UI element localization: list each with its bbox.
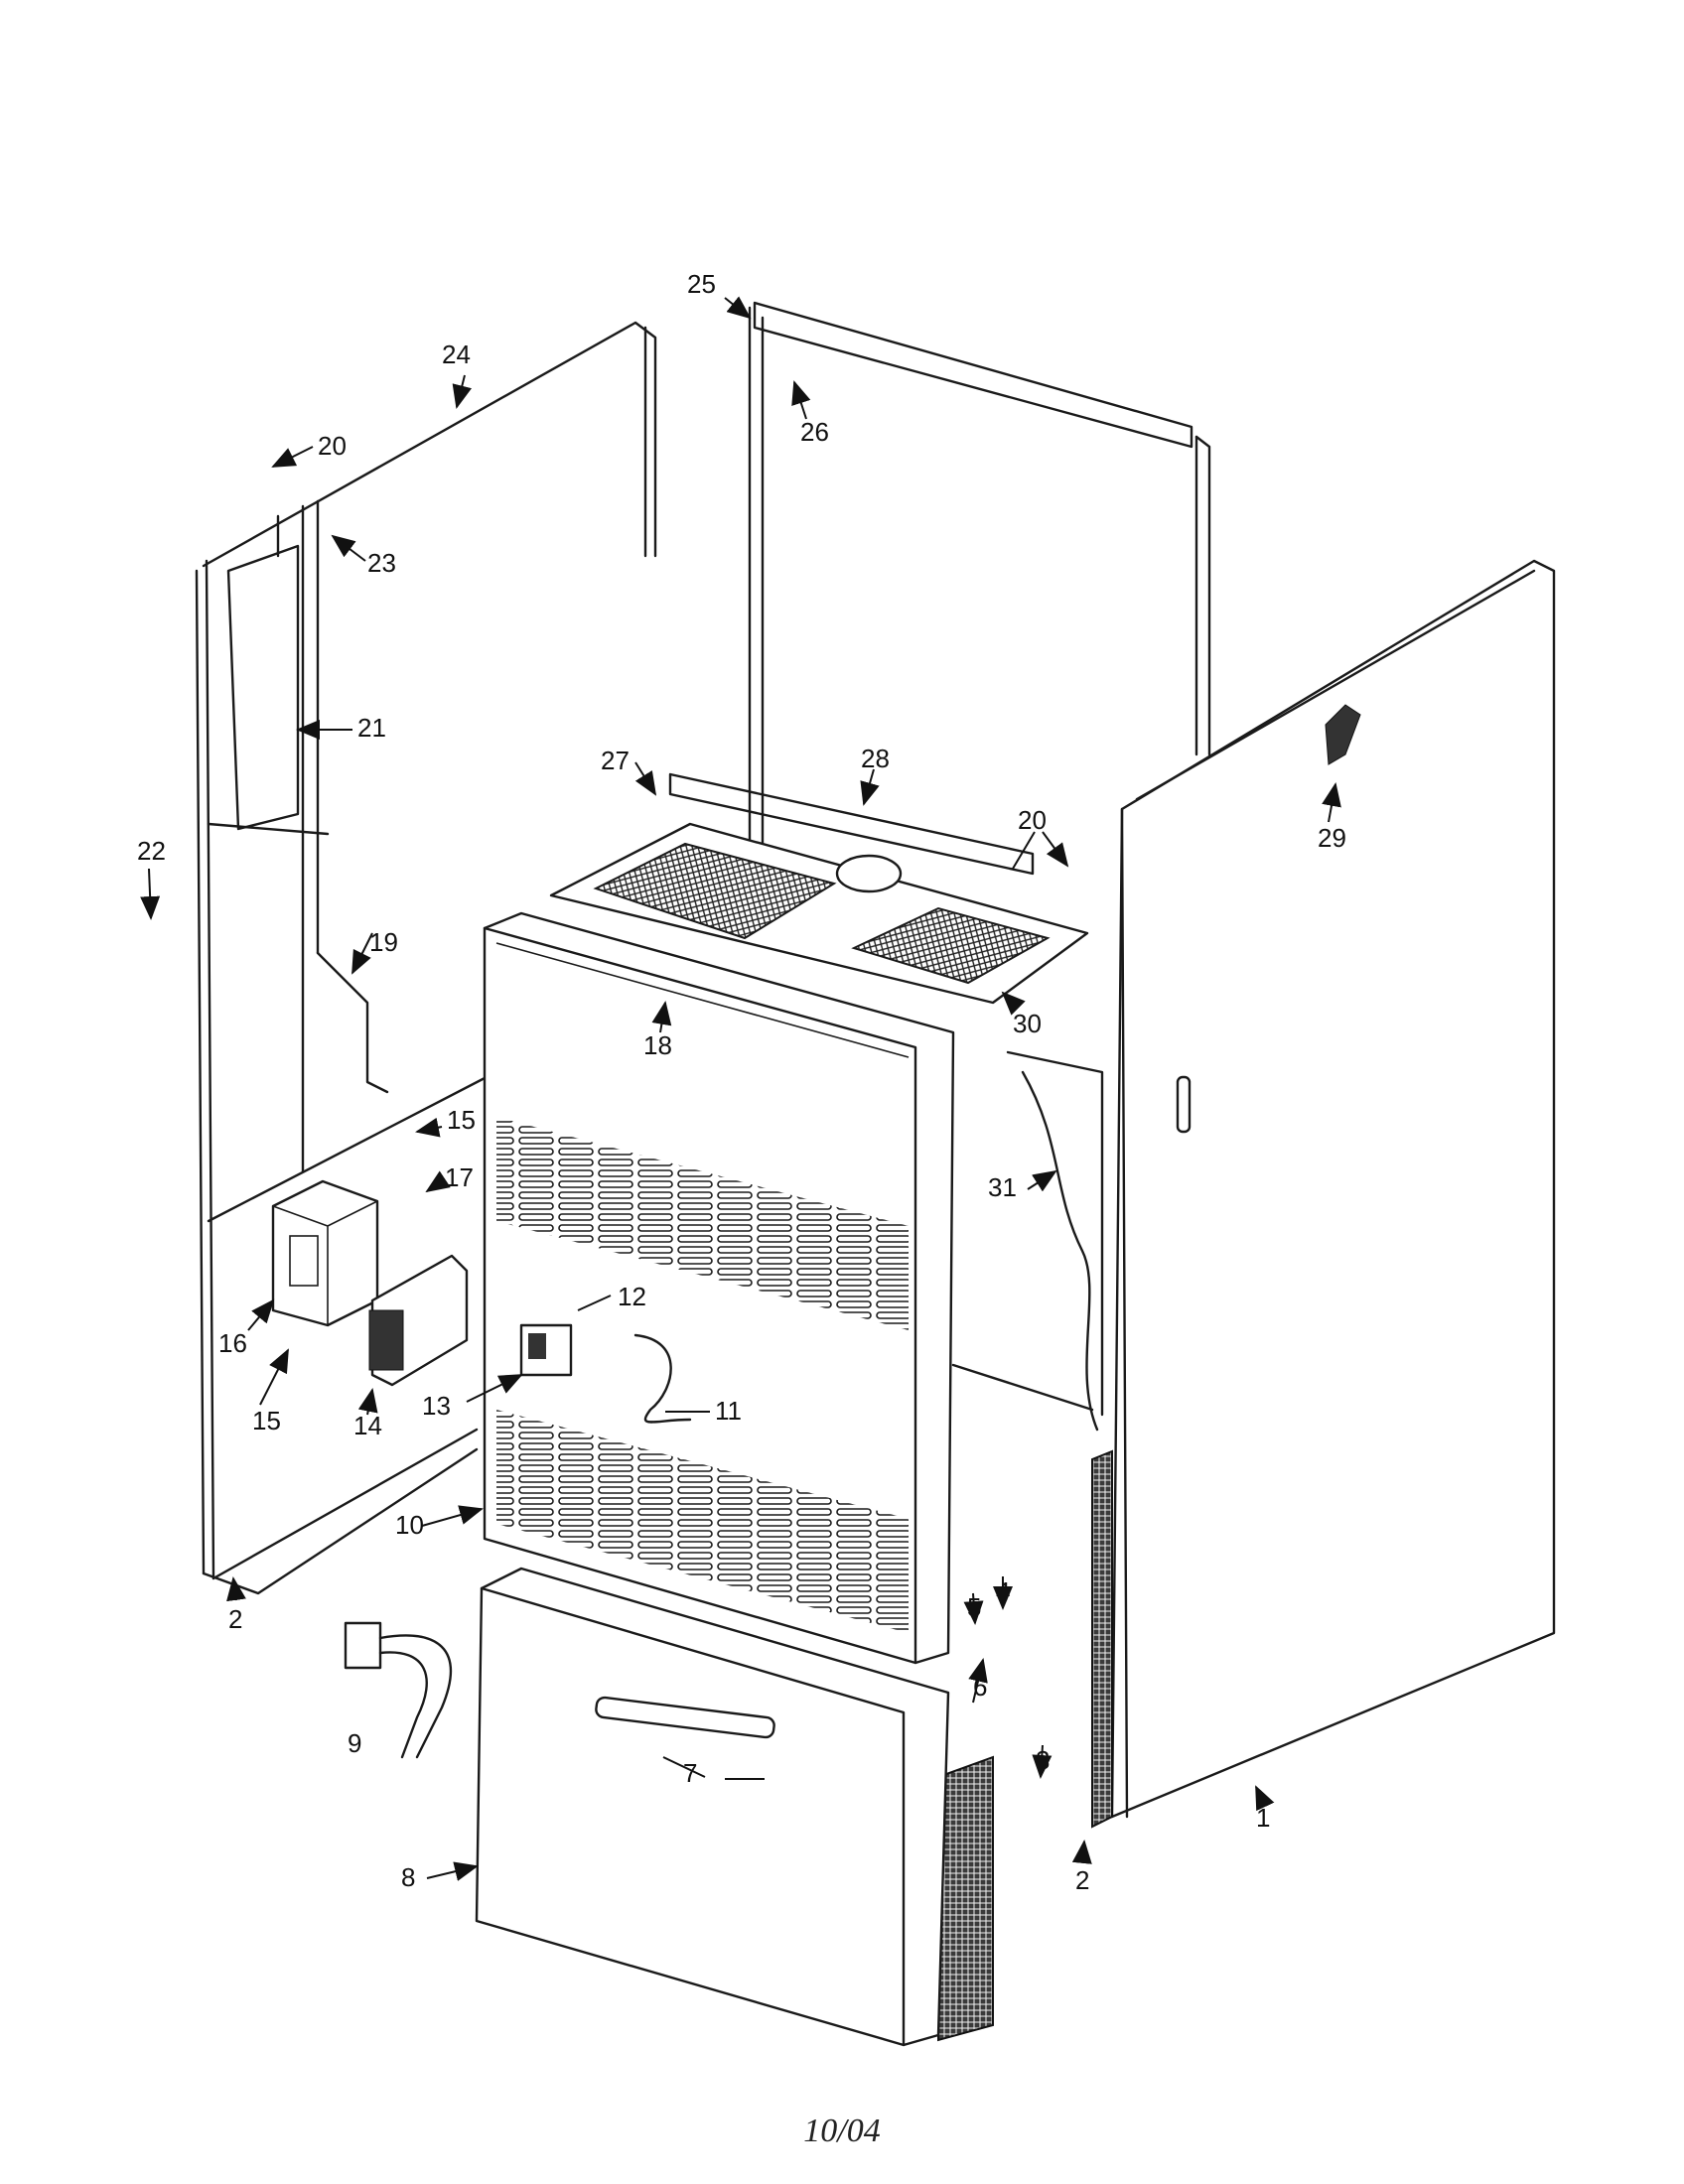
callout-19: 19 [369, 927, 398, 957]
callout-18: 18 [643, 1030, 672, 1060]
callout-20: 20 [1018, 805, 1047, 835]
callout-29: 29 [1318, 823, 1346, 853]
callout-28: 28 [861, 744, 890, 773]
switch-9 [344, 1621, 453, 1759]
callout-14: 14 [353, 1411, 382, 1440]
callout-15: 15 [252, 1406, 281, 1435]
callout-2: 2 [1075, 1865, 1089, 1895]
callout-21: 21 [357, 713, 386, 743]
callout-9: 9 [348, 1728, 361, 1758]
top-plate [549, 772, 1089, 1005]
leader-lines [140, 296, 1341, 1881]
callout-25: 25 [687, 269, 716, 299]
left-side-frame [195, 321, 657, 1595]
footer-date: 10/04 [803, 2113, 881, 2149]
callout-31: 31 [988, 1172, 1017, 1202]
callout-24: 24 [442, 340, 471, 369]
callout-1: 1 [1256, 1803, 1270, 1833]
callout-23: 23 [367, 548, 396, 578]
relay [519, 1323, 573, 1377]
callout-11: 11 [715, 1396, 742, 1426]
callout-13: 13 [422, 1391, 451, 1421]
callout-7: 7 [683, 1758, 697, 1788]
callout-22: 22 [137, 836, 166, 866]
filter-6 [937, 1755, 994, 2042]
right-side-panel [1091, 559, 1556, 1829]
callout-10: 10 [395, 1510, 424, 1540]
callout-17: 17 [445, 1162, 474, 1192]
control-module [368, 1254, 469, 1387]
back-frame [748, 301, 1211, 1417]
wire-harness-11 [633, 1333, 692, 1424]
callout-26: 26 [800, 417, 829, 447]
callout-30: 30 [1013, 1009, 1042, 1038]
lower-front-panel [475, 1567, 950, 2047]
callout-20: 20 [318, 431, 347, 461]
front-panel [483, 911, 955, 1665]
callout-16: 16 [218, 1328, 247, 1358]
callout-2: 2 [228, 1604, 242, 1634]
callout-15: 15 [447, 1105, 476, 1135]
callout-27: 27 [601, 746, 630, 775]
callout-12: 12 [618, 1282, 646, 1311]
wire-harness-31 [1021, 1070, 1099, 1432]
control-bracket [271, 1179, 379, 1327]
callout-8: 8 [401, 1862, 415, 1892]
